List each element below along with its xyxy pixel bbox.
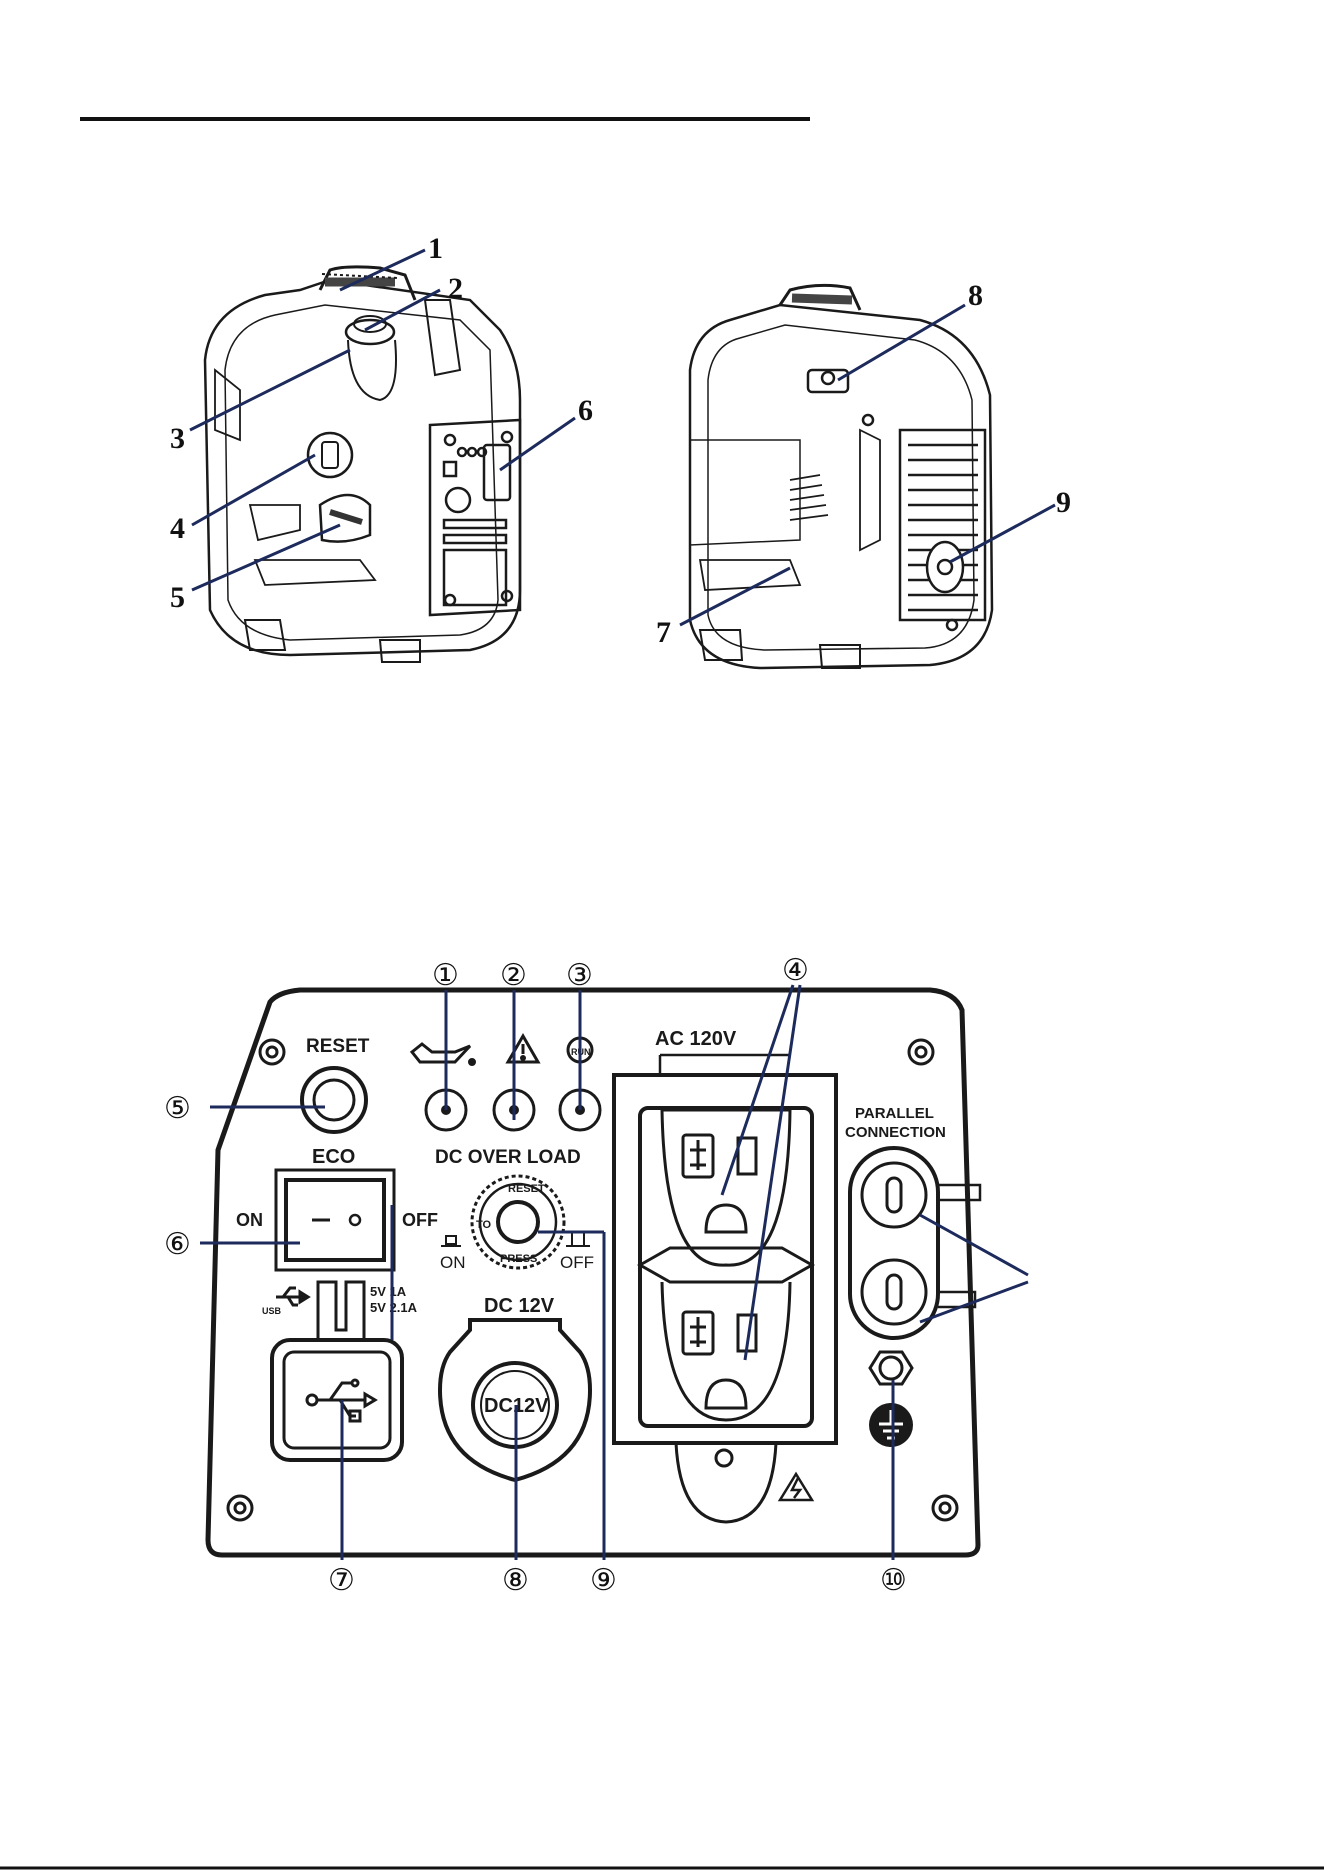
dc-overload-label: DC OVER LOAD [435, 1147, 581, 1168]
breaker-press-text: PRESS [500, 1253, 537, 1265]
panel-callout-1: ① [432, 958, 459, 993]
breaker-to-text: TO [476, 1219, 492, 1231]
parallel-label-1: PARALLEL [855, 1105, 934, 1122]
control-panel: RESET RUN ECO [208, 990, 980, 1555]
generator-rear-view [690, 285, 992, 668]
ground-icon [869, 1403, 913, 1447]
eco-label: ECO [312, 1146, 355, 1168]
panel-callout-8: ⑧ [502, 1563, 529, 1598]
callout-8: 8 [968, 279, 983, 312]
panel-callout-3: ③ [566, 958, 593, 993]
callout-4: 4 [170, 512, 185, 545]
panel-callout-2: ② [500, 958, 527, 993]
ac120v-label: AC 120V [655, 1028, 737, 1050]
callout-5: 5 [170, 581, 185, 614]
breaker-reset-text: RESET [508, 1183, 545, 1195]
panel-plate [208, 990, 978, 1555]
callout-6: 6 [578, 394, 593, 427]
panel-callout-4: ④ [782, 953, 809, 988]
generator-front-view [205, 267, 520, 662]
eco-on-label: ON [236, 1210, 263, 1230]
callout-3: 3 [170, 422, 185, 455]
usb-rating-1: 5V 1A [370, 1284, 407, 1299]
dc12v-label: DC 12V [484, 1295, 555, 1317]
breaker-off-label: OFF [560, 1253, 594, 1272]
panel-callout-6: ⑥ [164, 1227, 191, 1262]
panel-callout-5: ⑤ [164, 1091, 191, 1126]
callout-1: 1 [428, 232, 443, 265]
callout-9: 9 [1056, 486, 1071, 519]
usb-rating-2: 5V 2.1A [370, 1300, 418, 1315]
parallel-label-2: CONNECTION [845, 1124, 946, 1141]
eco-off-label: OFF [402, 1210, 438, 1230]
panel-callout-10: ⑩ [880, 1563, 907, 1598]
panel-callout-9: ⑨ [590, 1563, 617, 1598]
breaker-on-label: ON [440, 1253, 466, 1272]
reset-label: RESET [306, 1036, 370, 1057]
callout-7: 7 [656, 616, 671, 649]
callout-2: 2 [448, 272, 463, 305]
panel-callout-7: ⑦ [328, 1563, 355, 1598]
usb-small-label: USB [262, 1306, 282, 1316]
